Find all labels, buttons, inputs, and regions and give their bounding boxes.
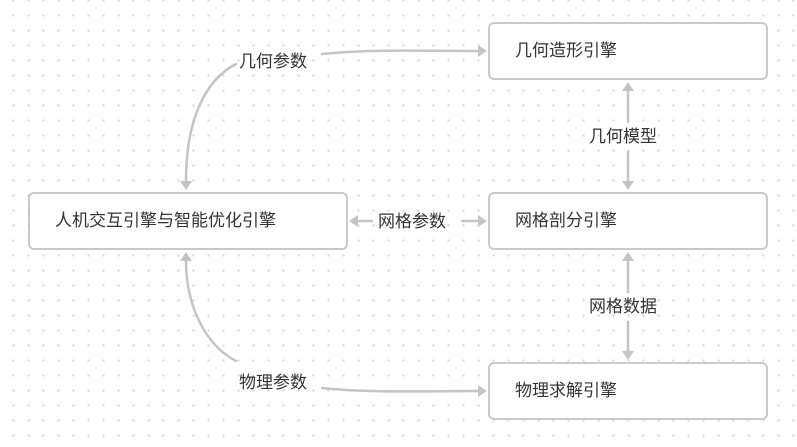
- arrowhead-mesh-top: [622, 181, 634, 190]
- arrowhead-mesh-left: [478, 215, 487, 227]
- edge-label-physics-params: 物理参数: [239, 373, 307, 393]
- arrowhead-physics-top: [622, 351, 634, 360]
- node-mesh-engine[interactable]: 网格剖分引擎: [488, 192, 768, 250]
- edge-geometry-params-line: [320, 49, 480, 56]
- edge-geometry-params-curve: [184, 62, 238, 183]
- node-hci-optimization-engine[interactable]: 人机交互引擎与智能优化引擎: [28, 192, 348, 250]
- edge-physics-params-line: [320, 386, 480, 393]
- arrowhead-geometry-engine: [478, 45, 487, 57]
- node-geometry-label: 几何造形引擎: [515, 40, 617, 61]
- edge-label-mesh-data: 网格数据: [589, 297, 657, 317]
- node-hci-label: 人机交互引擎与智能优化引擎: [55, 210, 276, 231]
- arrowhead-hci-top: [180, 181, 192, 190]
- arrowhead-hci-bottom: [180, 252, 192, 261]
- node-geometry-engine[interactable]: 几何造形引擎: [488, 22, 768, 80]
- arrowhead-mesh-bottom: [622, 252, 634, 261]
- node-mesh-label: 网格剖分引擎: [515, 210, 617, 231]
- node-physics-label: 物理求解引擎: [515, 380, 617, 401]
- edge-physics-params-curve: [184, 259, 238, 363]
- arrowhead-geometry-bottom: [622, 82, 634, 91]
- arrowhead-physics-engine: [478, 385, 487, 397]
- edge-label-mesh-params: 网格参数: [378, 212, 446, 232]
- arrowhead-hci-right: [349, 215, 358, 227]
- edge-label-geometry-model: 几何模型: [589, 127, 657, 147]
- edge-label-geometry-params: 几何参数: [239, 52, 307, 72]
- node-physics-engine[interactable]: 物理求解引擎: [488, 362, 768, 420]
